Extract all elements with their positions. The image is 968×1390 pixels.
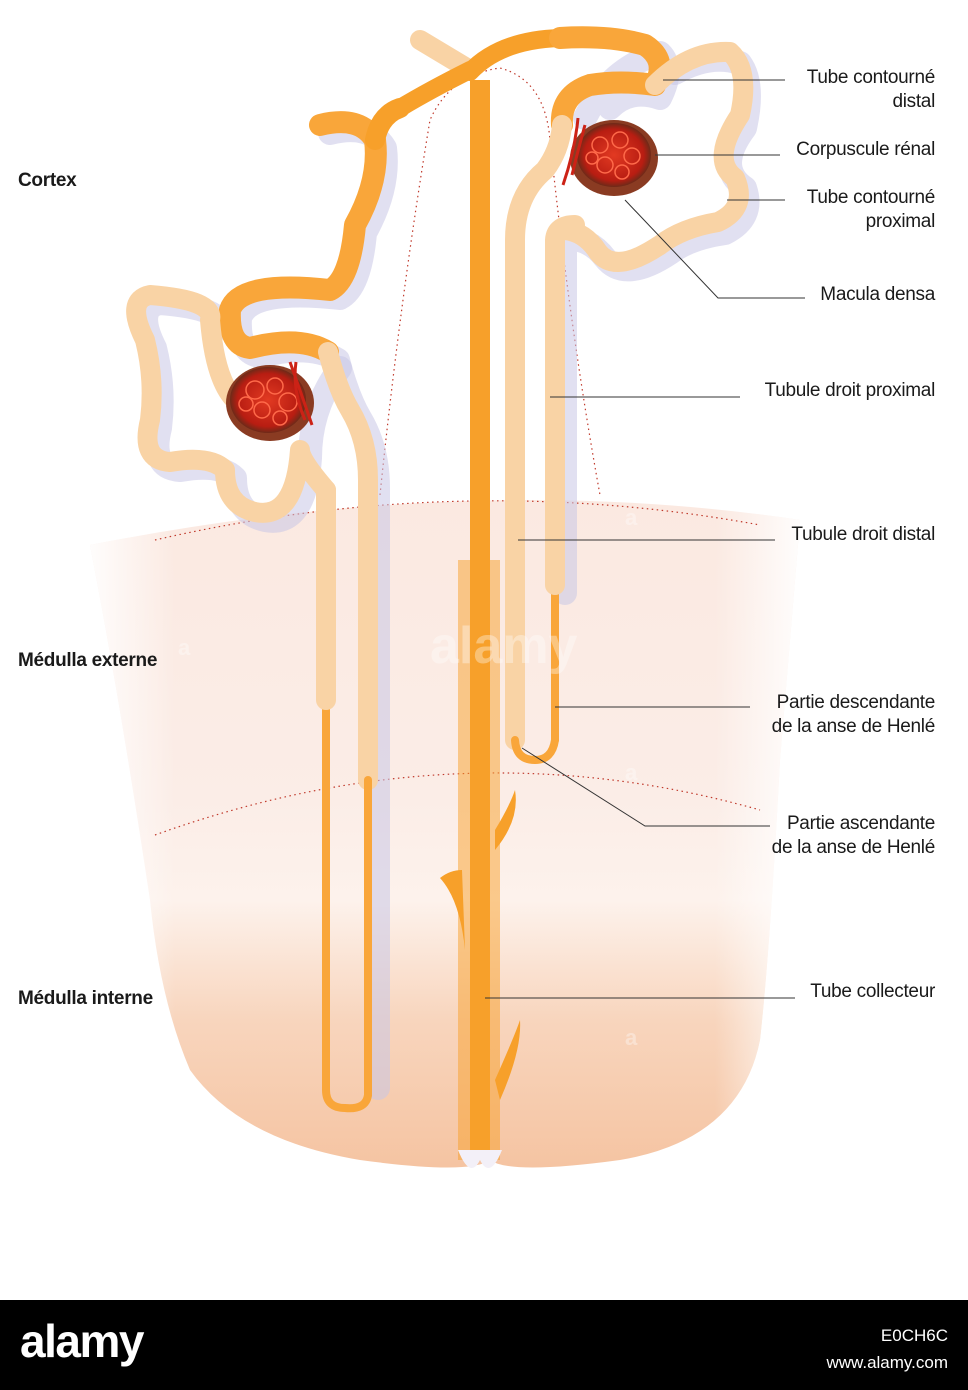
left-distal-straight-tubule [318, 342, 378, 790]
right-ascending-limb [511, 736, 559, 764]
site-url: www.alamy.com [826, 1353, 948, 1372]
callout-line: Tube collecteur [810, 981, 935, 1002]
right-distal-straight-tubule [505, 115, 572, 750]
footer-info: E0CH6C www.alamy.com [826, 1322, 948, 1376]
zone-label-outer-medulla: Médulla externe [18, 650, 158, 671]
right-renal-corpuscle [561, 117, 658, 196]
callout-line: Corpuscule rénal [796, 139, 935, 160]
callout-ascending-limb: Partie ascendante de la anse de Henlé [771, 812, 936, 860]
callout-collecting-duct: Tube collecteur [810, 980, 935, 1004]
leader-lines [485, 79, 805, 999]
zone-label-inner-medulla: Médulla interne [18, 988, 153, 1009]
leader-macula-densa [624, 199, 805, 299]
brand-logo: alamy [20, 1315, 144, 1367]
svg-text:a: a [178, 635, 191, 660]
svg-text:a: a [625, 505, 638, 530]
callout-line: Tube contourné [806, 67, 936, 88]
callout-proximal-straight-tubule: Tubule droit proximal [764, 379, 936, 403]
callout-line: distal [892, 91, 935, 112]
right-nephron [505, 26, 754, 764]
callout-distal-convoluted-tubule: Tube contourné distal [806, 66, 936, 114]
callout-descending-limb: Partie descendante de la anse de Henlé [771, 691, 936, 739]
image-id: E0CH6C [880, 1326, 948, 1345]
leader-ascending-limb [521, 747, 770, 827]
zone-label-cortex: Cortex [18, 170, 77, 191]
left-nephron [126, 98, 410, 1113]
watermark: alamy a a a a [178, 505, 638, 1050]
callout-line: Tubule droit proximal [764, 380, 936, 401]
medulla-region [90, 500, 800, 1168]
callout-macula-densa: Macula densa [820, 283, 935, 307]
callout-line: Macula densa [820, 284, 935, 305]
callout-line: Partie ascendante [786, 813, 935, 834]
svg-text:alamy: alamy [430, 617, 578, 675]
right-distal-convoluted-tubule [555, 41, 754, 272]
callout-proximal-convoluted-tubule: Tube contourné proximal [806, 186, 936, 234]
footer-bar: alamy E0CH6C www.alamy.com [0, 1300, 968, 1390]
nephron-diagram: alamy a a a a [90, 26, 805, 1168]
callout-line: de la anse de Henlé [771, 837, 936, 858]
callout-line: proximal [865, 211, 936, 232]
right-proximal-straight-tubule [545, 215, 585, 595]
svg-text:a: a [625, 1025, 638, 1050]
callout-line: Tube contourné [806, 187, 936, 208]
callout-distal-straight-tubule: Tubule droit distal [791, 523, 935, 547]
left-renal-corpuscle [226, 361, 314, 441]
callout-line: Partie descendante [776, 692, 936, 713]
collecting-duct [391, 29, 569, 1168]
left-proximal-convoluted-tubule [126, 285, 336, 523]
svg-text:a: a [625, 760, 638, 785]
callout-renal-corpuscle: Corpuscule rénal [796, 138, 935, 162]
callout-line: de la anse de Henlé [771, 716, 936, 737]
callout-line: Tubule droit distal [791, 524, 935, 545]
